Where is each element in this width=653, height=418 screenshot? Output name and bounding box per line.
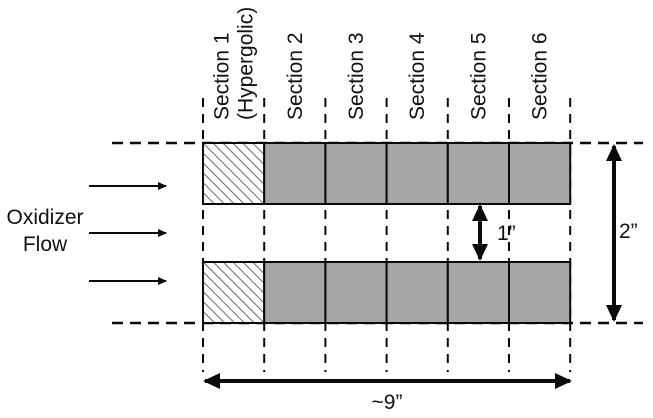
section-4-label: Section 4 — [406, 32, 429, 120]
upper-grain-section-6-block — [508, 142, 572, 205]
lower-grain-section-2-block — [263, 261, 327, 324]
lower-grain-section-4-block — [385, 261, 449, 324]
lower-grain-section-3-block — [324, 261, 388, 324]
section-boundary-guides — [202, 98, 572, 372]
section-1-label-line1: Section 1 — [211, 32, 234, 120]
upper-fuel-grain — [202, 142, 572, 205]
upper-grain-section-2-block — [263, 142, 327, 205]
upper-grain-section-3-block — [324, 142, 388, 205]
oxidizer-flow-label-line1: Oxidizer — [6, 206, 83, 229]
lower-grain-section-5-block — [446, 261, 510, 324]
lower-grain-section-6-block — [508, 261, 572, 324]
upper-grain-section-5-block — [446, 142, 510, 205]
lower-grain-section-1-block — [202, 261, 266, 324]
upper-grain-section-1-block — [202, 142, 266, 205]
length-dimension-label: ~9” — [372, 391, 403, 414]
oxidizer-flow-arrows — [89, 182, 167, 285]
gap-dimension-label: 1” — [497, 222, 516, 245]
lower-fuel-grain — [202, 261, 572, 324]
oxidizer-flow-label-line2: Flow — [23, 233, 68, 256]
section-6-label: Section 6 — [529, 32, 552, 120]
section-5-label: Section 5 — [467, 32, 490, 120]
section-2-label: Section 2 — [284, 32, 307, 120]
section-1-label-line2: (Hypergolic) — [235, 7, 258, 120]
height-dimension-label: 2” — [619, 220, 638, 243]
upper-grain-section-4-block — [385, 142, 449, 205]
section-labels: Section 1(Hypergolic) Section 2 Section 3 S… — [211, 7, 552, 120]
section-3-label: Section 3 — [345, 32, 368, 120]
